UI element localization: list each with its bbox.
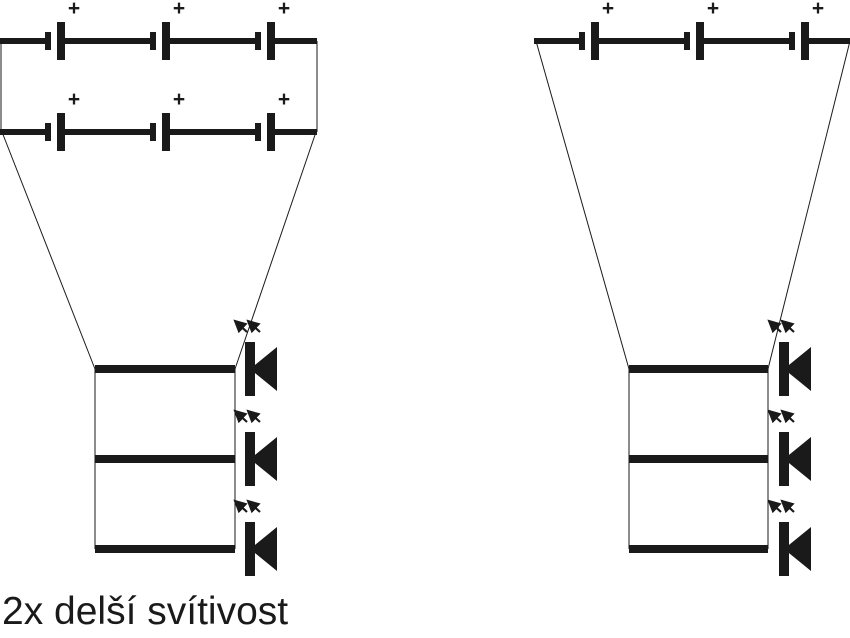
right-circuit: + + + [534,0,850,576]
light-arrow [780,499,795,514]
led-triangle [784,347,811,391]
battery-negative-plate [255,123,261,141]
light-arrows [767,409,795,424]
light-arrow [767,499,782,514]
light-arrows [767,319,795,334]
battery-negative-plate [150,123,156,141]
plus-sign: + [173,0,185,20]
led-triangle [250,347,277,391]
led [95,499,277,576]
battery-negative-plate [579,32,585,50]
battery-negative-plate [45,32,51,50]
caption: 2x delší svítivost [2,590,289,633]
light-arrows [233,409,261,424]
battery-row: + + + [0,0,317,60]
wire [234,131,317,370]
wire [767,40,850,370]
light-arrow [767,319,782,334]
light-arrow [233,409,248,424]
light-arrows [233,319,261,334]
light-arrow [246,319,261,334]
led-triangle [250,437,277,481]
light-arrow [233,319,248,334]
light-arrow [246,499,261,514]
wire [1,131,96,370]
led-triangle [250,527,277,571]
battery-row: + + + [0,88,317,151]
led [629,319,811,396]
light-arrow [780,319,795,334]
led-triangle [784,437,811,481]
led [95,319,277,396]
plus-sign: + [278,0,290,20]
battery-negative-plate [150,32,156,50]
light-arrows [233,499,261,514]
light-arrow [767,409,782,424]
led-triangle [784,527,811,571]
led [95,409,277,486]
plus-sign: + [173,88,185,111]
light-arrow [246,409,261,424]
light-arrows [767,499,795,514]
light-arrow [780,409,795,424]
plus-sign: + [68,88,80,111]
battery-negative-plate [684,32,690,50]
battery-negative-plate [45,123,51,141]
plus-sign: + [707,0,719,20]
light-arrow [233,499,248,514]
wire [535,40,630,370]
plus-sign: + [812,0,824,20]
left-circuit: + + + + + + [0,0,318,576]
plus-sign: + [602,0,614,20]
led [629,499,811,576]
led [629,409,811,486]
plus-sign: + [68,0,80,20]
battery-negative-plate [789,32,795,50]
battery-row: + + + [534,0,850,60]
plus-sign: + [278,88,290,111]
battery-negative-plate [255,32,261,50]
